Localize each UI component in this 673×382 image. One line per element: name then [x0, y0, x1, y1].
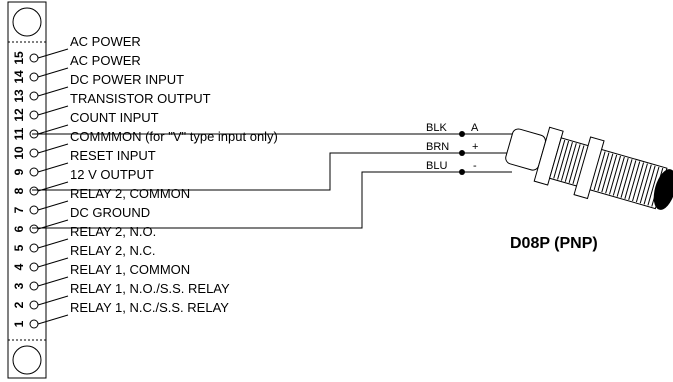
terminal-number: 7 [12, 206, 26, 213]
terminal-lead [37, 276, 69, 287]
terminal-screw-icon [29, 186, 39, 196]
terminal-lead [37, 257, 69, 268]
terminal-label: AC POWER [70, 34, 141, 49]
terminal-row: 4 RELAY 2, N.C. [12, 243, 156, 272]
terminal-row: 6 DC GROUND [12, 205, 150, 234]
wire-color-label: BRN [426, 141, 449, 153]
terminal-screw-icon [29, 224, 39, 234]
terminal-number: 10 [12, 146, 26, 160]
terminal-lead [37, 86, 69, 97]
terminal-number: 15 [12, 51, 26, 65]
terminal-screw-icon [29, 148, 39, 158]
wire-color-label: BLK [426, 122, 447, 134]
terminal-row: 13 DC POWER INPUT [12, 72, 184, 103]
terminal-row: 9 RESET INPUT [12, 148, 156, 177]
terminal-label: RELAY 2, N.O. [70, 224, 156, 239]
terminal-lead [37, 238, 69, 249]
terminal-screw-icon [29, 167, 39, 177]
terminal-screw-icon [29, 281, 39, 291]
wire-polarity-label: A [471, 122, 479, 134]
terminal-label: RELAY 2, N.C. [70, 243, 156, 258]
terminal-label: AC POWER [70, 53, 141, 68]
terminal-number: 12 [12, 108, 26, 122]
terminal-lead [37, 295, 69, 306]
wire-color-label: BLU [426, 160, 447, 172]
terminal-label: 12 V OUTPUT [70, 167, 154, 182]
sensor-model-label: D08P (PNP) [510, 235, 598, 252]
terminal-lead [37, 124, 69, 135]
terminal-screw-icon [29, 243, 39, 253]
terminal-number: 13 [12, 89, 26, 103]
terminal-label: COUNT INPUT [70, 110, 159, 125]
sensor-wires [32, 133, 512, 229]
terminal-row: 14 AC POWER [12, 53, 141, 84]
wire-labels: BLK A BRN + BLU - [426, 122, 479, 172]
terminal-label: DC GROUND [70, 205, 150, 220]
terminal-row: 3 RELAY 1, COMMON [12, 262, 190, 291]
terminal-label: RELAY 1, COMMON [70, 262, 190, 277]
wire-polarity-label: - [473, 160, 477, 172]
wire-junction-dots [459, 131, 465, 175]
terminal-lead [37, 314, 69, 325]
terminal-number: 2 [12, 301, 26, 308]
terminal-screw-icon [29, 300, 39, 310]
terminal-screw-icon [29, 205, 39, 215]
terminal-row: 1 RELAY 1, N.C./S.S. RELAY [12, 300, 229, 329]
terminal-lead [37, 105, 69, 116]
terminal-lead [37, 67, 69, 78]
terminal-screw-icon [29, 319, 39, 329]
terminal-lead [37, 200, 69, 211]
terminal-screw-icon [29, 72, 39, 82]
terminal-label: RELAY 1, N.O./S.S. RELAY [70, 281, 230, 296]
terminal-number: 4 [12, 263, 26, 270]
terminal-number: 9 [12, 168, 26, 175]
terminal-row: 11 COUNT INPUT [12, 110, 158, 140]
terminal-number: 3 [12, 282, 26, 289]
top-mounting-hole [12, 7, 42, 37]
terminal-label: RELAY 2, COMMON [70, 186, 190, 201]
terminal-label: COMMMON (for "V" type input only) [70, 129, 278, 144]
terminal-number: 5 [12, 244, 26, 251]
terminal-number: 1 [12, 320, 26, 327]
terminal-label: RESET INPUT [70, 148, 156, 163]
terminal-row: 2 RELAY 1, N.O./S.S. RELAY [12, 281, 230, 310]
terminal-screw-icon [29, 110, 39, 120]
bottom-mounting-hole [12, 345, 42, 375]
wire-brn [32, 152, 466, 191]
wire-blu [32, 171, 466, 229]
terminal-number: 14 [12, 70, 26, 84]
terminal-lead [37, 162, 69, 173]
terminal-label: TRANSISTOR OUTPUT [70, 91, 211, 106]
terminal-row: 12 TRANSISTOR OUTPUT [12, 91, 210, 122]
terminal-row: 15 AC POWER [12, 34, 141, 65]
terminal-number: 8 [12, 187, 26, 194]
terminal-lead [37, 48, 69, 59]
terminal-screw-icon [29, 91, 39, 101]
terminal-screw-icon [29, 53, 39, 63]
terminal-label: DC POWER INPUT [70, 72, 184, 87]
terminal-number: 6 [12, 225, 26, 232]
wire-polarity-label: + [472, 141, 478, 153]
terminal-number: 11 [12, 127, 26, 140]
terminal-screw-icon [29, 262, 39, 272]
terminal-label: RELAY 1, N.C./S.S. RELAY [70, 300, 229, 315]
terminal-row: 10 COMMMON (for "V" type input only) [12, 129, 278, 160]
terminal-lead [37, 143, 69, 154]
sensor-icon [505, 126, 673, 210]
